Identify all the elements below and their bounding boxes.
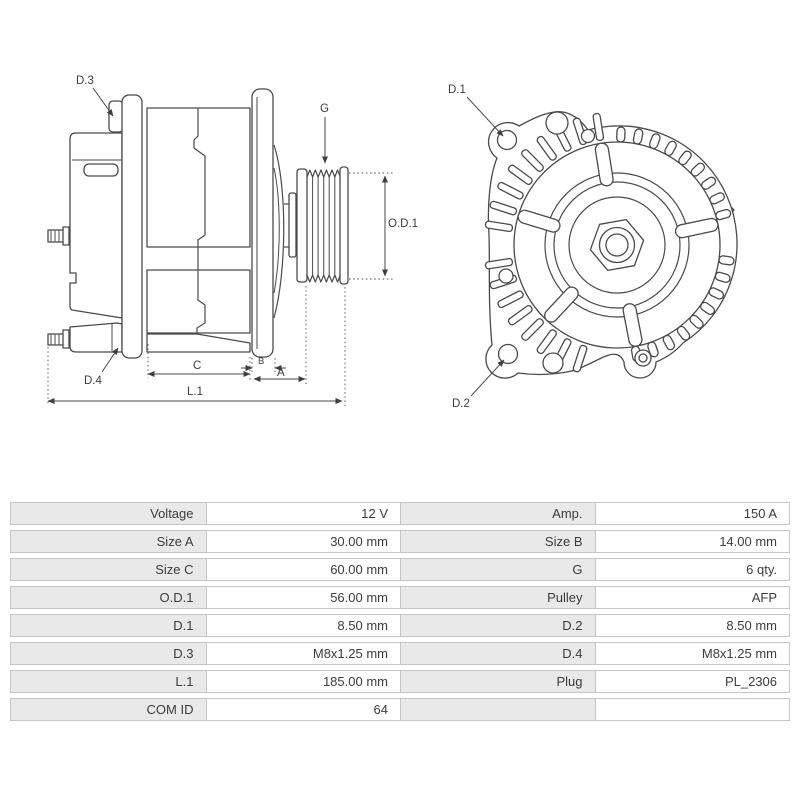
spec-label: Plug: [400, 671, 595, 692]
spec-label: Amp.: [400, 503, 595, 524]
mounting-foot: [146, 333, 251, 353]
spec-row-od1-pulley: O.D.1 56.00 mm Pulley AFP: [10, 586, 790, 609]
housing-seam: [193, 108, 206, 334]
dim-label-b: B: [258, 356, 264, 367]
spec-row-l1-plug: L.1 185.00 mm Plug PL_2306: [10, 670, 790, 693]
spec-value: 8.50 mm: [594, 615, 790, 636]
spec-label: G: [400, 559, 595, 580]
spec-table: Voltage 12 V Amp. 150 A Size A 30.00 mm …: [10, 502, 790, 726]
spec-row-com-id: COM ID 64: [10, 698, 790, 721]
dim-label-l1: L.1: [187, 386, 203, 398]
spec-label: D.3: [11, 643, 206, 664]
dim-label-d4: D.4: [84, 375, 103, 387]
spec-label: Size B: [400, 531, 595, 552]
spec-label: Pulley: [400, 587, 595, 608]
front-bracket-plate: [251, 88, 274, 358]
rear-top-ear: [108, 100, 124, 133]
dim-label-c: C: [193, 360, 201, 372]
spec-label: Size A: [11, 531, 206, 552]
shaft-spacer: [288, 192, 297, 258]
spec-value: AFP: [594, 587, 790, 608]
spec-row-d3-d4: D.3 M8x1.25 mm D.4 M8x1.25 mm: [10, 642, 790, 665]
spec-row-size-a-b: Size A 30.00 mm Size B 14.00 mm: [10, 530, 790, 553]
spec-label: L.1: [11, 671, 206, 692]
dim-label-d2: D.2: [452, 398, 470, 410]
spec-label: Voltage: [11, 503, 206, 524]
spec-row-size-c-g: Size C 60.00 mm G 6 qty.: [10, 558, 790, 581]
spec-value: 6 qty.: [594, 559, 790, 580]
spec-label: COM ID: [11, 699, 206, 720]
dim-label-g: G: [320, 103, 329, 115]
front-view-drawing: D.1 D.2: [448, 84, 738, 410]
spec-label: Size C: [11, 559, 206, 580]
rear-housing: [69, 132, 123, 319]
spec-row-d1-d2: D.1 8.50 mm D.2 8.50 mm: [10, 614, 790, 637]
dim-label-a: A: [277, 367, 285, 379]
spec-row-voltage-amp: Voltage 12 V Amp. 150 A: [10, 502, 790, 525]
spec-value: 64: [205, 699, 401, 720]
spec-label: D.4: [400, 643, 595, 664]
rear-bracket-plate: [121, 94, 143, 359]
spec-value: M8x1.25 mm: [205, 643, 401, 664]
spec-value: 30.00 mm: [205, 531, 401, 552]
spec-value: 185.00 mm: [205, 671, 401, 692]
top-terminal-stud: [47, 226, 70, 246]
alternator-technical-drawing: D.3 D.4 G O.D.1 C B A L.1: [47, 75, 738, 410]
side-view-drawing: D.3 D.4 G O.D.1 C B A L.1: [47, 75, 418, 406]
spec-label: D.2: [400, 615, 595, 636]
spec-label: D.1: [11, 615, 206, 636]
bottom-terminal-stud: [47, 329, 70, 349]
pulley-spokes: [517, 142, 719, 347]
mounting-hole-d2: [497, 343, 519, 365]
pulley: [296, 166, 349, 285]
spec-value: 56.00 mm: [205, 587, 401, 608]
spec-value: 60.00 mm: [205, 559, 401, 580]
spec-value: M8x1.25 mm: [594, 643, 790, 664]
dim-label-od1: O.D.1: [388, 218, 418, 230]
spec-value: [594, 699, 790, 720]
spec-label: [400, 699, 595, 720]
spec-value: 8.50 mm: [205, 615, 401, 636]
spec-label: O.D.1: [11, 587, 206, 608]
spec-value: PL_2306: [594, 671, 790, 692]
rear-bottom-ear: [69, 322, 123, 353]
spec-value: 14.00 mm: [594, 531, 790, 552]
dim-label-d3: D.3: [76, 75, 94, 87]
spec-value: 12 V: [205, 503, 401, 524]
dim-label-d1: D.1: [448, 84, 466, 96]
spec-value: 150 A: [594, 503, 790, 524]
